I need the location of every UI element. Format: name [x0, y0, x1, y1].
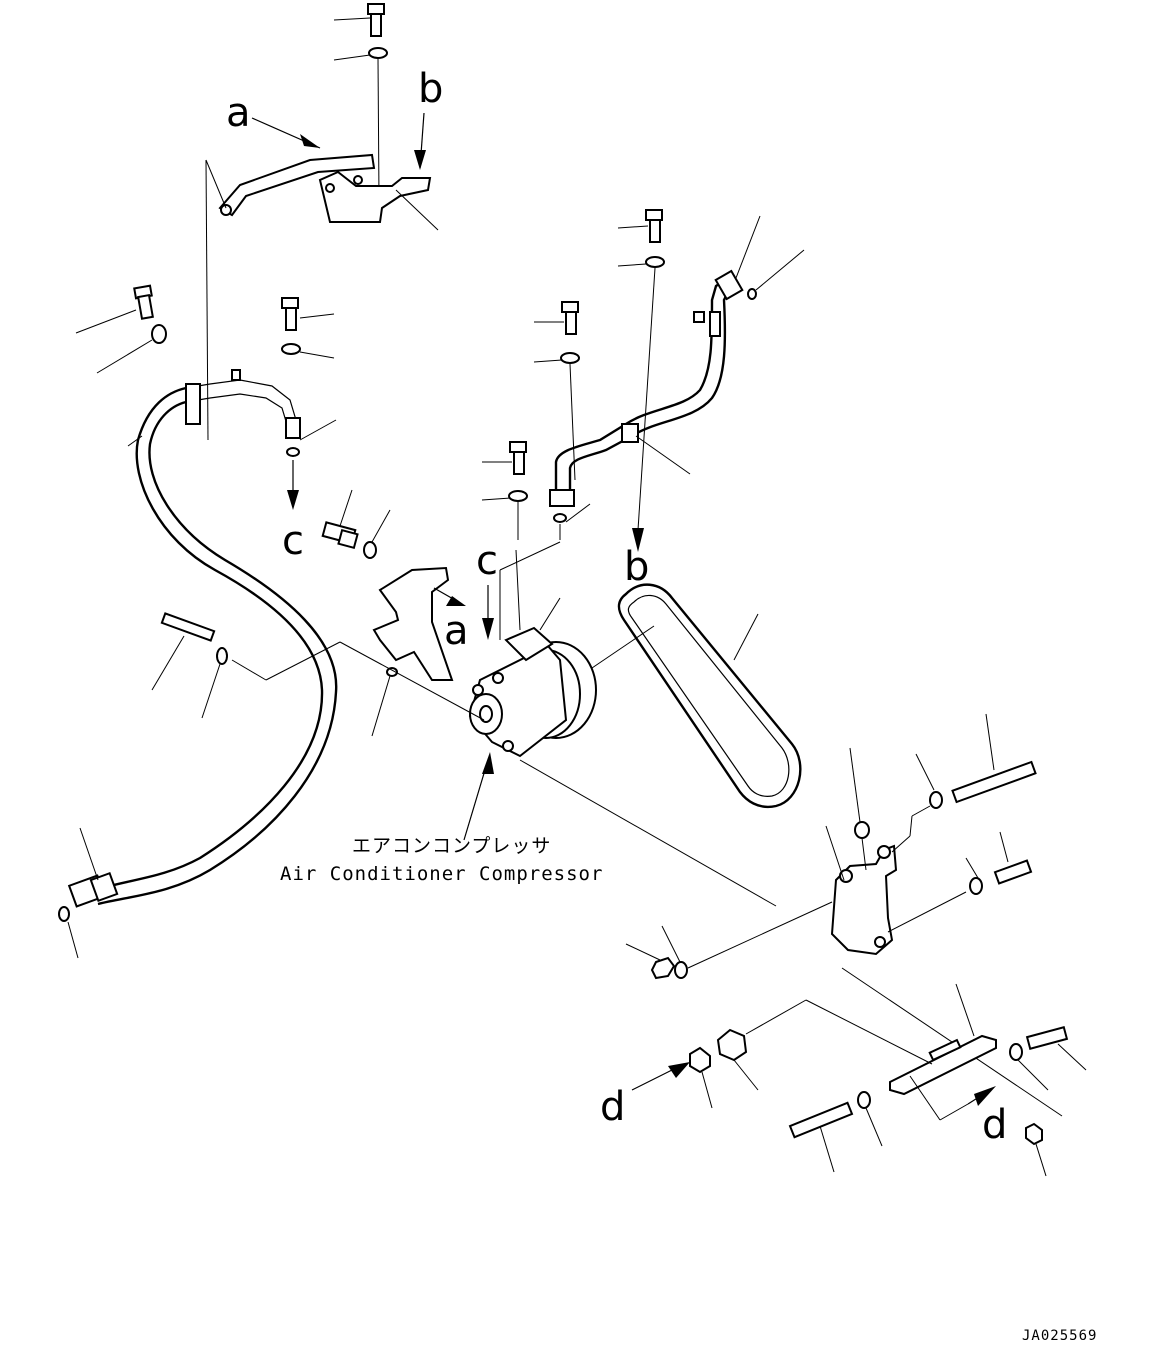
bolt-left-hose — [133, 284, 154, 320]
ref-label-c-left: c — [282, 518, 304, 564]
ref-label-b-top: b — [418, 66, 443, 112]
ref-label-c-center: c — [476, 538, 498, 584]
v-belt — [617, 583, 802, 809]
bracket-mount — [318, 170, 432, 223]
side-bracket-plate — [372, 566, 454, 681]
left-hose-group — [58, 284, 338, 959]
ref-label-a-side: a — [444, 608, 469, 654]
ref-label-b-belt: b — [624, 544, 649, 590]
caption-english: Air Conditioner Compressor — [280, 863, 603, 885]
adjuster-group — [631, 983, 1087, 1177]
ref-label-d-left: d — [600, 1084, 625, 1130]
left-bolt-group — [151, 612, 341, 719]
right-pipe-group — [481, 209, 805, 552]
caption-japanese: エアコンコンプレッサ — [352, 835, 551, 857]
ref-label-d-right: d — [982, 1102, 1007, 1148]
tensioner-bracket-group — [625, 713, 1063, 1117]
washer-top — [368, 47, 388, 59]
side-bracket-group — [321, 489, 466, 737]
bracket-arm — [218, 153, 376, 217]
compressor — [339, 541, 777, 907]
bolt-top — [333, 3, 385, 37]
washer-left-hose — [151, 324, 167, 344]
left-hose-fittings — [281, 297, 335, 510]
top-bracket-group — [205, 3, 439, 441]
ref-label-a-top: a — [226, 90, 251, 136]
drawing-code: JA025569 — [1022, 1328, 1097, 1344]
